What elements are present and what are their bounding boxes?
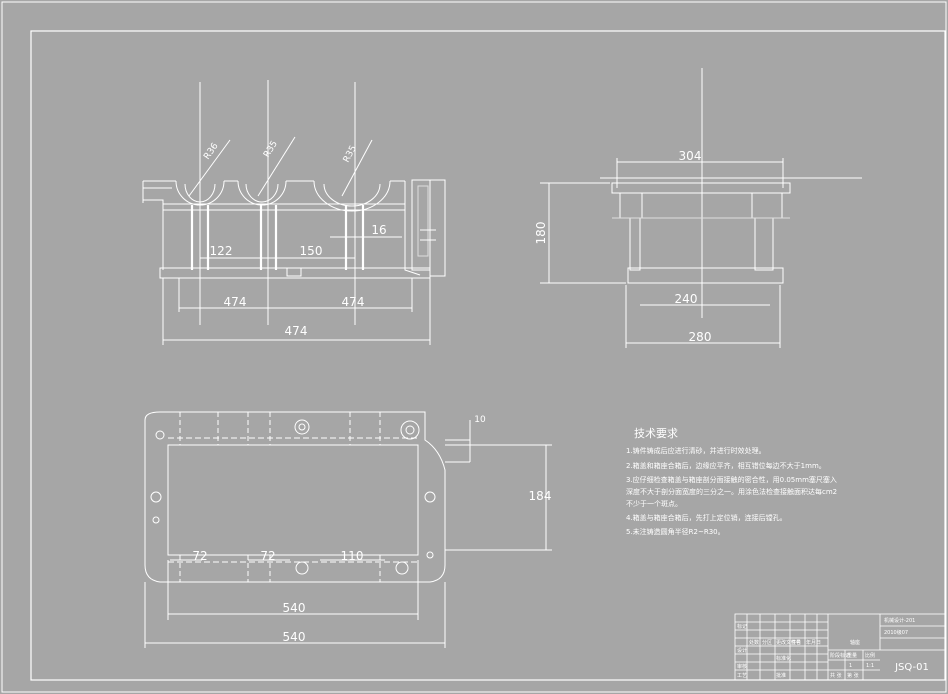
side-view <box>540 68 862 348</box>
tb-row-4: 工艺 <box>737 673 747 679</box>
dim-72-mid: 72 <box>260 549 275 563</box>
note-line-1: 1.铸件铸成后应进行清砂，并进行时效处理。 <box>626 446 766 455</box>
tb-cell-1: 处数 <box>749 639 759 646</box>
tb-cell-9: 重量 <box>847 652 857 659</box>
notes-title: 技术要求 <box>634 427 678 440</box>
radius-label-3: R35 <box>342 144 359 164</box>
drawing-number: JSQ-01 <box>894 662 929 673</box>
dim-474-left: 474 <box>224 295 247 309</box>
title-school: 机械设计-201 <box>884 617 915 624</box>
front-view <box>142 80 446 345</box>
tb-cell-8: 阶段标记 <box>830 652 850 659</box>
dim-474-overall: 474 <box>285 324 308 338</box>
plan-view <box>144 411 552 648</box>
title-class: 2010级07 <box>884 629 908 636</box>
tb-sheet: 1 <box>849 663 852 669</box>
tb-cell-7: 批准 <box>776 672 786 679</box>
tb-cell-4: 签名 <box>791 639 801 646</box>
note-line-7: 5.未注铸造圆角半径R2~R30。 <box>626 527 725 536</box>
title-block-text: 机械设计-201 2010级07 轴座 JSQ-01 标记 设计 审核 工艺 处… <box>737 617 929 679</box>
dim-304: 304 <box>679 149 702 163</box>
dim-110: 110 <box>341 549 364 563</box>
dim-540-outer: 540 <box>283 630 306 644</box>
tb-row-2: 设计 <box>737 647 747 654</box>
dim-180: 180 <box>534 222 548 245</box>
tb-cell-10: 比例 <box>865 652 875 659</box>
dim-150: 150 <box>300 244 323 258</box>
dim-240: 240 <box>675 292 698 306</box>
tb-cell-5: 年月日 <box>806 639 821 646</box>
radius-label-2: R35 <box>262 139 280 159</box>
title-part-name: 轴座 <box>850 639 860 646</box>
note-line-2: 2.箱盖和箱座合箱后，边缘应平齐，相互错位每边不大于1mm。 <box>626 461 826 470</box>
tb-cell-11: 共 张 <box>830 672 842 679</box>
dim-280: 280 <box>689 330 712 344</box>
title-block <box>734 613 946 681</box>
dim-10: 10 <box>474 415 486 425</box>
note-line-6: 4.箱盖与箱座合箱后，先打上定位销，连接后镗孔。 <box>626 513 787 522</box>
radius-label-1: R36 <box>202 141 221 161</box>
tb-row-3: 审核 <box>737 663 747 670</box>
tb-cell-3: 更改文件号 <box>776 639 801 646</box>
plan-view-dimensions: 10 184 72 72 110 540 540 <box>192 415 551 644</box>
note-line-5: 不少于一个斑点。 <box>626 499 682 508</box>
dim-184: 184 <box>529 489 552 503</box>
tb-row-1: 标记 <box>737 623 747 630</box>
dim-16: 16 <box>371 223 386 237</box>
dim-540-inner: 540 <box>283 601 306 615</box>
technical-notes: 技术要求 1.铸件铸成后应进行清砂，并进行时效处理。 2.箱盖和箱座合箱后，边缘… <box>626 427 837 536</box>
dim-122: 122 <box>210 244 233 258</box>
dim-474-right: 474 <box>342 295 365 309</box>
tb-cell-6: 标准化 <box>776 655 791 662</box>
tb-cell-2: 分区 <box>762 639 772 646</box>
note-line-4: 深度不大于剖分面宽度的三分之一。用涂色法检查接触面积达每cm2 <box>626 487 837 496</box>
dim-72-left: 72 <box>192 549 207 563</box>
tb-cell-12: 第 张 <box>847 672 859 679</box>
tb-scale: 1:1 <box>866 663 874 669</box>
side-view-dimensions: 304 180 240 280 <box>534 149 711 344</box>
note-line-3: 3.应仔细检查箱盖与箱座剖分面接触的密合性，用0.05mm塞尺塞入 <box>626 475 837 484</box>
